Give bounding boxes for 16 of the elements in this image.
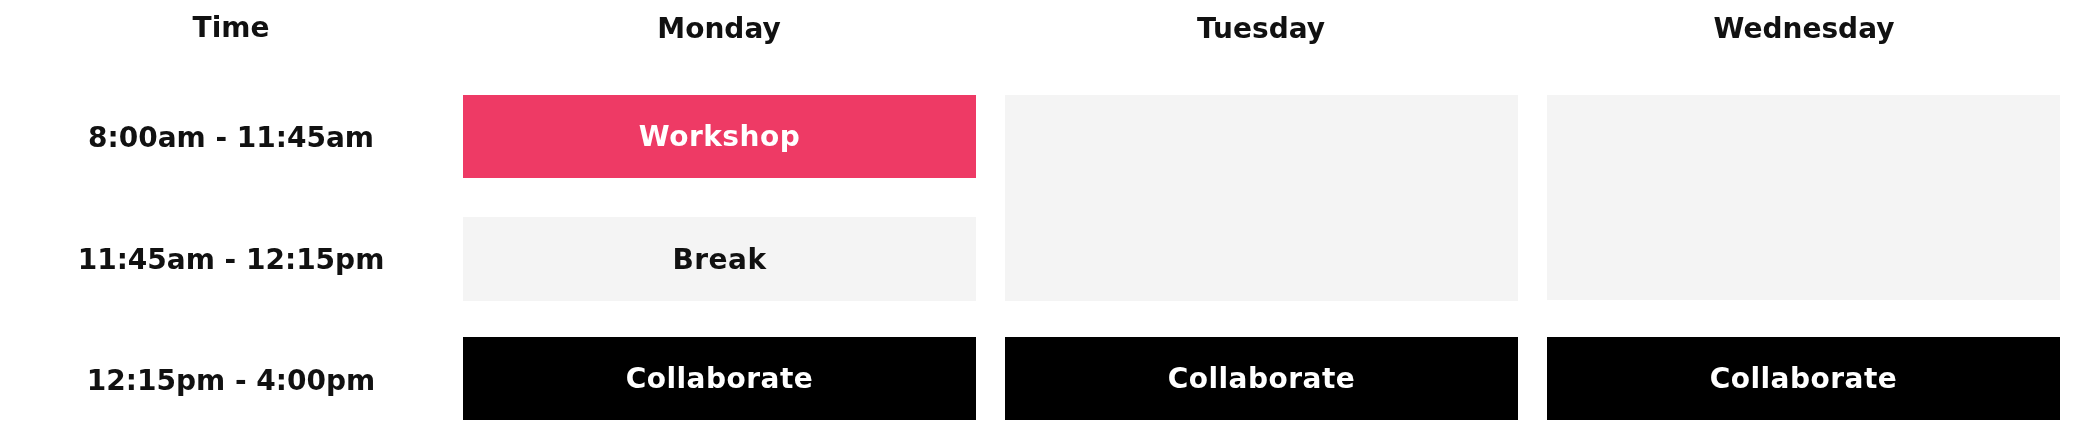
time-range: 12:15pm - 4:00pm	[86, 363, 376, 397]
column-header: Time	[192, 10, 270, 44]
column-header: Wednesday	[1713, 11, 1895, 45]
block-label: Collaborate	[1167, 362, 1356, 395]
time-range: 8:00am - 11:45am	[88, 120, 374, 154]
schedule-block	[1005, 337, 1518, 420]
schedule-block	[1547, 337, 2060, 420]
block-label: Collaborate	[1709, 362, 1898, 395]
column-header: Tuesday	[1197, 11, 1325, 45]
block-label: Break	[672, 242, 767, 276]
schedule-block	[463, 95, 976, 178]
column-header: Monday	[657, 11, 781, 45]
block-label: Collaborate	[625, 362, 814, 395]
block-label: Workshop	[638, 120, 801, 153]
time-range: 11:45am - 12:15pm	[77, 242, 385, 276]
schedule-block	[463, 337, 976, 420]
